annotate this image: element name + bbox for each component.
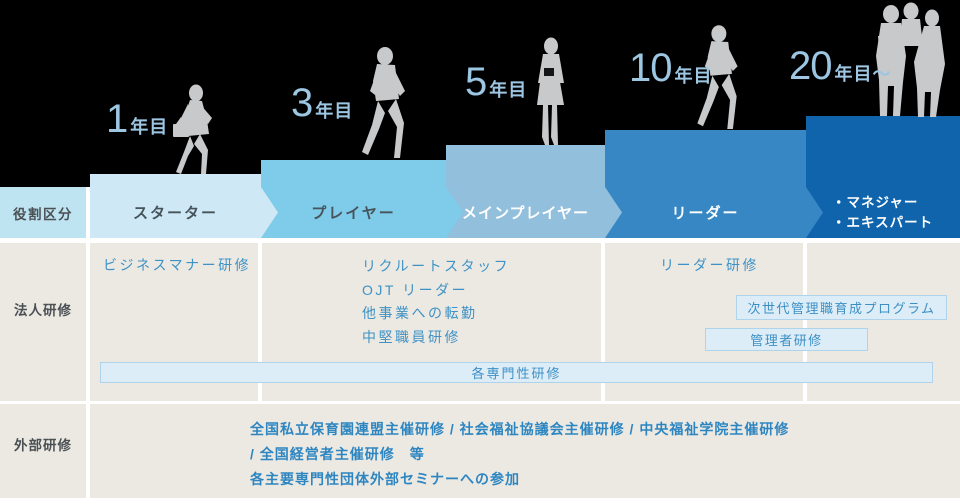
career-step-3	[446, 145, 605, 238]
column-separator	[803, 243, 807, 401]
year-suffix: 年目	[674, 65, 713, 86]
role-label-expert: ・エキスパート	[832, 214, 934, 230]
year-number: 1	[106, 97, 128, 141]
external-training-row: 外部研修 全国私立保育園連盟主催研修 / 社会福祉協議会主催研修 / 中央福祉学…	[0, 404, 960, 498]
role-label-leader: リーダー	[671, 205, 740, 222]
corporate-training-row: 法人研修 ビジネスマナー研修 リクルートスタッフ OJT リーダー 他事業への転…	[0, 243, 960, 401]
person-silhouette-year3-walking-man	[352, 47, 414, 162]
year-label-20: 20 年目〜	[789, 44, 892, 88]
career-step-4	[605, 130, 806, 238]
column-separator	[601, 243, 605, 401]
training-item-leader: リーダー研修	[660, 257, 759, 273]
year-suffix: 年目〜	[834, 63, 892, 84]
training-item-business-manner: ビジネスマナー研修	[103, 257, 252, 273]
person-silhouette-year10-walking-man	[688, 25, 746, 133]
year-label-3: 3 年目	[291, 81, 354, 125]
year-number: 3	[291, 81, 313, 125]
role-label-player: プレイヤー	[311, 205, 396, 222]
training-item-midlevel: 中堅職員研修	[362, 328, 461, 345]
year-number: 10	[629, 46, 672, 90]
year-suffix: 年目	[130, 116, 169, 137]
year-number: 5	[465, 60, 487, 104]
year-label-1: 1 年目	[106, 97, 169, 141]
column-separator	[86, 243, 90, 401]
header-band-gap	[86, 187, 90, 238]
person-silhouette-year5-standing-woman	[528, 37, 572, 148]
year-number: 20	[789, 44, 832, 88]
role-label-main-player: メインプレイヤー	[461, 205, 590, 222]
training-item-transfer: 他事業への転勤	[362, 305, 478, 322]
training-item-ojt-leader: OJT リーダー	[362, 281, 469, 298]
column-separator	[258, 243, 262, 401]
external-training-label: 外部研修	[14, 438, 72, 453]
training-item-list-player: リクルートスタッフ OJT リーダー 他事業への転勤 中堅職員研修	[362, 255, 510, 349]
role-label-starter: スターター	[132, 205, 218, 222]
year-label-5: 5 年目	[465, 60, 528, 104]
external-training-lines: 全国私立保育園連盟主催研修 / 社会福祉協議会主催研修 / 中央福祉学院主催研修…	[250, 417, 789, 492]
year-suffix: 年目	[315, 100, 354, 121]
external-training-line-3: 各主要専門性団体外部セミナーへの参加	[250, 471, 520, 487]
year-suffix: 年目	[489, 79, 528, 100]
career-step-1	[90, 174, 261, 238]
external-training-line-1: 全国私立保育園連盟主催研修 / 社会福祉協議会主催研修 / 中央福祉学院主催研修	[250, 421, 790, 437]
corporate-training-label: 法人研修	[14, 303, 72, 318]
role-label-manager: ・マネジャー	[832, 194, 919, 210]
role-label-manager-expert: ・マネジャー ・エキスパート	[806, 187, 960, 238]
training-item-recruit-staff: リクルートスタッフ	[362, 258, 511, 274]
training-bar-specialty: 各専門性研修	[100, 362, 933, 383]
year-label-10: 10 年目	[629, 46, 713, 90]
career-step-2	[261, 160, 446, 238]
training-box-next-gen-program: 次世代管理職育成プログラム	[736, 295, 947, 320]
person-silhouette-year1-walking-woman	[150, 84, 232, 176]
column-separator	[86, 404, 90, 498]
role-row-header-label: 役割区分	[13, 206, 73, 222]
career-step-5	[806, 116, 960, 238]
training-box-manager: 管理者研修	[705, 328, 868, 351]
external-training-line-2: / 全国経営者主催研修 等	[250, 446, 425, 462]
person-silhouette-year20-group	[866, 2, 955, 120]
role-row-header: 役割区分	[0, 187, 86, 238]
